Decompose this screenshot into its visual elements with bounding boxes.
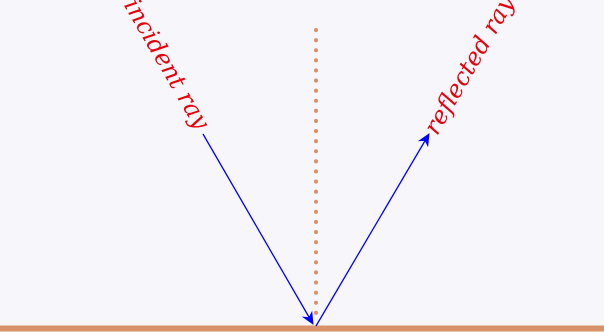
reflected-ray — [315, 133, 430, 327]
reflected-ray-label: reflected ray — [418, 0, 520, 139]
incident-ray-label: incident ray — [118, 0, 215, 135]
incident-ray — [202, 133, 314, 325]
